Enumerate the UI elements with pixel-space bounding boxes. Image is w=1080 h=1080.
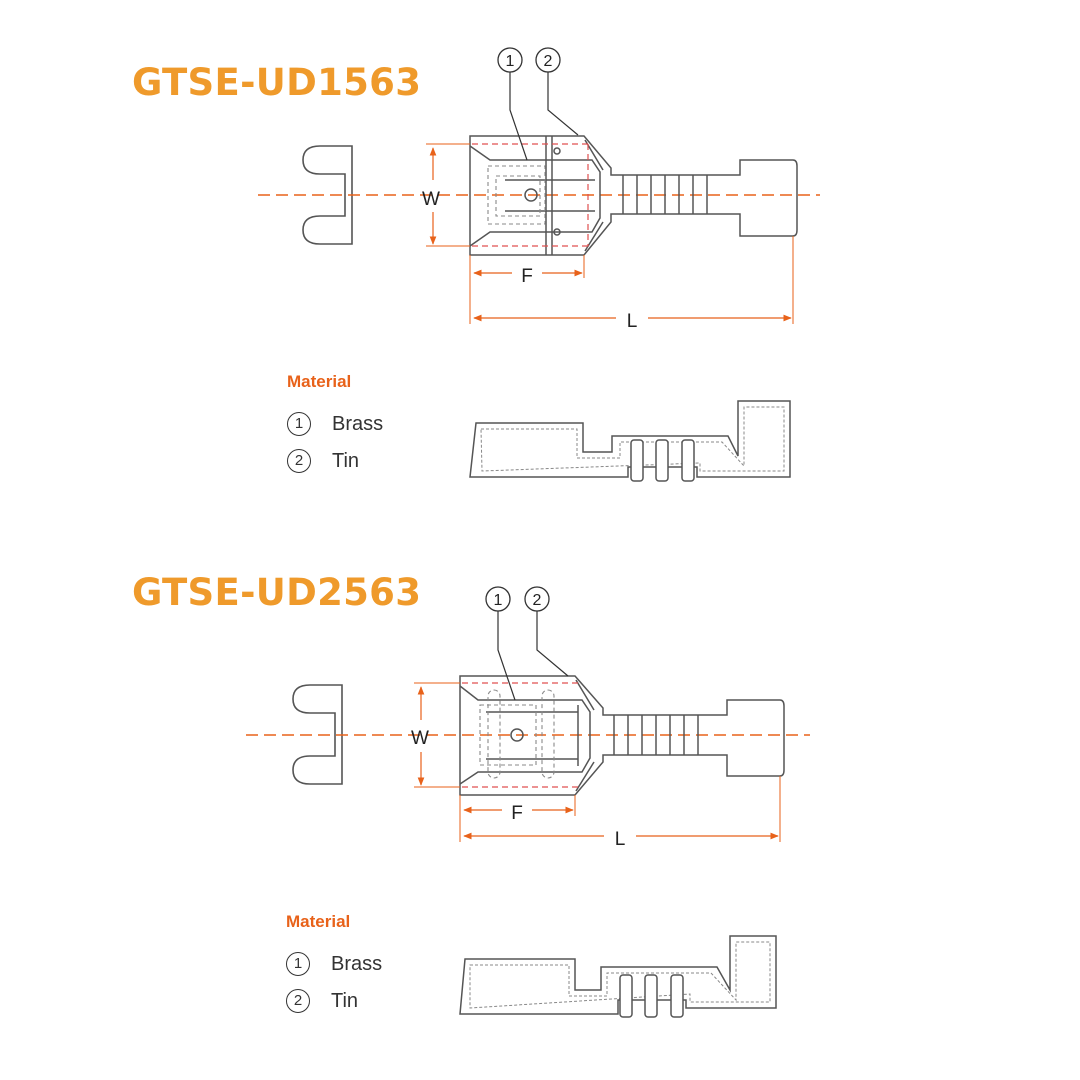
material-item-brass-1: 1 Brass [287,412,383,436]
dim-label-l-2: L [615,829,626,850]
material-label-brass: Brass [331,952,383,975]
material-number-1: 1 [286,952,310,976]
material-number-2: 2 [287,449,311,473]
dim-label-l-1: L [627,311,638,332]
callout-label-2: 2 [533,592,542,609]
part-title-ud2563: GTSE-UD2563 [132,571,422,614]
dim-label-f-1: F [521,266,533,287]
dimensions-1: W F L [422,143,794,332]
material-number-1: 1 [287,412,311,436]
dim-label-f-2: F [511,803,523,824]
end-view-1 [302,145,353,245]
callout-1-group: 1 2 [497,47,579,161]
part-1-drawing: 1 2 W F L [258,47,820,482]
material-number-2: 2 [286,989,310,1013]
dim-label-w-1: W [422,189,440,210]
material-item-tin-1: 2 Tin [287,449,359,473]
hidden-lines-gray-2 [479,689,555,779]
side-view-2 [459,935,777,1018]
material-label-tin: Tin [332,449,360,472]
top-view-2 [459,675,785,796]
material-heading-2: Material [286,912,351,931]
callout-label-2: 2 [544,53,553,70]
side-view-1 [469,400,791,482]
material-item-brass-2: 1 Brass [286,952,382,976]
material-label-tin: Tin [331,989,359,1012]
material-label-brass: Brass [332,412,384,435]
dim-label-w-2: W [411,728,429,749]
material-item-tin-2: 2 Tin [286,989,358,1013]
part-2-drawing: 1 2 W F L [246,586,810,1018]
end-view-2 [292,684,343,785]
part-title-ud1563: GTSE-UD1563 [132,61,422,104]
callout-2-group: 1 2 [485,586,569,701]
callout-label-1: 1 [506,53,515,70]
dimensions-2: W F L [411,682,781,850]
callout-label-1: 1 [494,592,503,609]
hidden-lines-gray-1 [487,165,546,225]
hidden-lines-1 [472,143,589,247]
material-heading-1: Material [287,372,352,391]
